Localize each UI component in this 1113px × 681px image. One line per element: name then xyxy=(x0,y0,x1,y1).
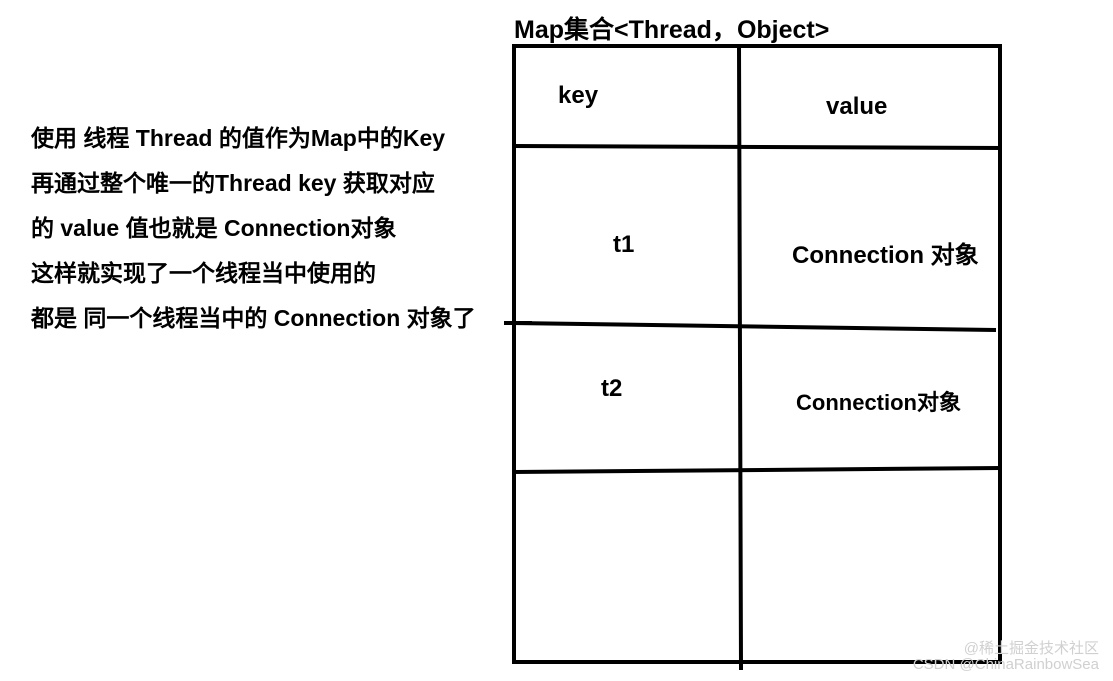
row-2-value: Connection对象 xyxy=(796,390,961,415)
row-1-key: t1 xyxy=(613,231,635,258)
watermark-line-1: @稀土掘金技术社区 xyxy=(963,640,1099,657)
watermark-line-2: CSDN @ChinaRainbowSea xyxy=(912,656,1099,673)
header-value: value xyxy=(826,93,888,120)
row-divider-1 xyxy=(511,320,997,333)
description-line: 再通过整个唯一的Thread key 获取对应 xyxy=(31,170,435,196)
map-caption: Map集合<Thread，Object> xyxy=(514,16,830,44)
description-line: 这样就实现了一个线程当中使用的 xyxy=(31,260,376,286)
description-text: 使用 线程 Thread 的值作为Map中的Key 再通过整个唯一的Thread… xyxy=(31,116,476,341)
description-line: 都是 同一个线程当中的 Connection 对象了 xyxy=(31,305,476,331)
table-outer-border xyxy=(512,44,1002,664)
header-key: key xyxy=(558,82,599,109)
row-2-key: t2 xyxy=(601,375,623,402)
row-1-value: Connection 对象 xyxy=(792,242,979,269)
row-divider-header xyxy=(511,143,1003,151)
column-divider xyxy=(736,43,744,671)
description-line: 使用 线程 Thread 的值作为Map中的Key xyxy=(31,125,446,151)
row-divider-2 xyxy=(511,465,1003,475)
description-line: 的 value 值也就是 Connection对象 xyxy=(31,215,397,241)
